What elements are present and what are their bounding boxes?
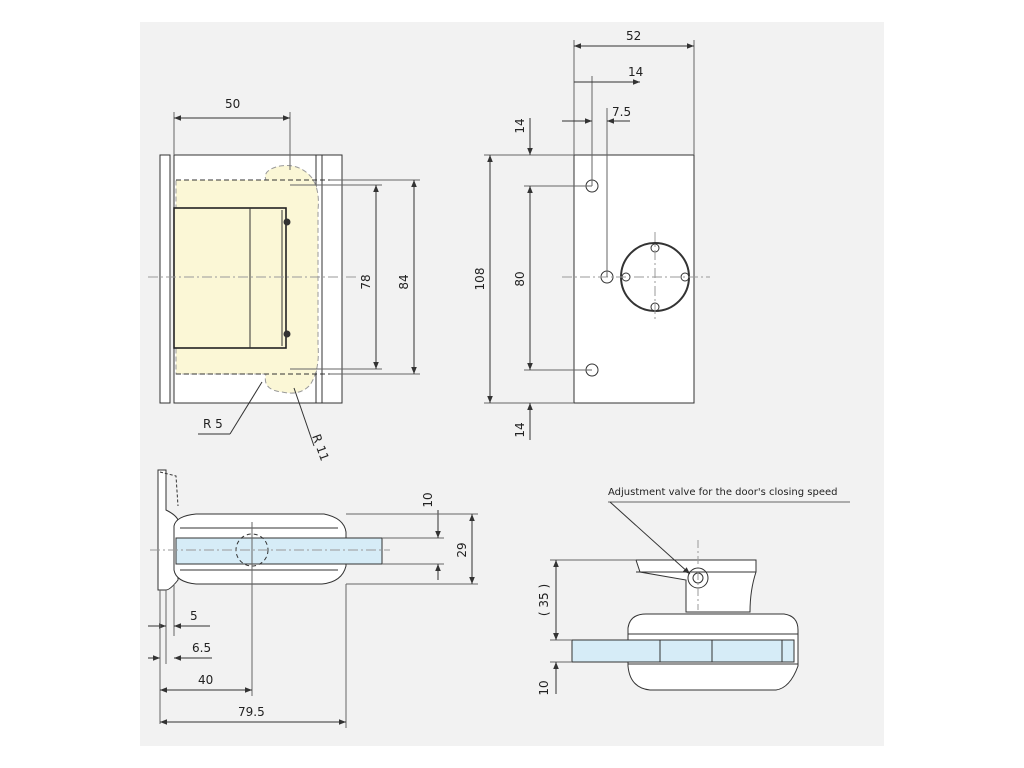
- label-radius-11: R 11: [309, 432, 332, 463]
- dim-side-5: 5: [190, 609, 198, 623]
- label-radius-5: R 5: [203, 417, 223, 431]
- dim-top-78: 78: [359, 274, 373, 289]
- dim-side-29: 29: [455, 542, 469, 557]
- dim-front-10: 10: [537, 680, 551, 695]
- dim-side-79-5: 79.5: [238, 705, 265, 719]
- dim-top-84: 84: [397, 274, 411, 289]
- dim-front-35: ( 35 ): [537, 584, 551, 616]
- dim-plate-bottom-14: 14: [513, 422, 527, 437]
- dim-plate-top-14: 14: [513, 118, 527, 133]
- dim-side-10: 10: [421, 492, 435, 507]
- dim-plate-7-5: 7.5: [612, 105, 631, 119]
- inner-block: [173, 207, 287, 349]
- dim-top-50: 50: [225, 97, 240, 111]
- dim-plate-14: 14: [628, 65, 643, 79]
- valve-annotation: Adjustment valve for the door's closing …: [608, 487, 837, 498]
- glass-panel-side: [175, 537, 383, 565]
- plate-outline: [573, 154, 695, 404]
- dim-plate-80: 80: [513, 271, 527, 286]
- dim-plate-108: 108: [473, 268, 487, 291]
- dim-side-6-5: 6.5: [192, 641, 211, 655]
- dim-plate-52: 52: [626, 29, 641, 43]
- plate-view: [484, 40, 710, 440]
- front-view: [550, 501, 850, 694]
- side-view: [148, 469, 478, 728]
- dim-side-40: 40: [198, 673, 213, 687]
- glass-panel-front: [571, 639, 795, 663]
- top-view: [148, 112, 420, 447]
- wall-plate: [159, 154, 171, 404]
